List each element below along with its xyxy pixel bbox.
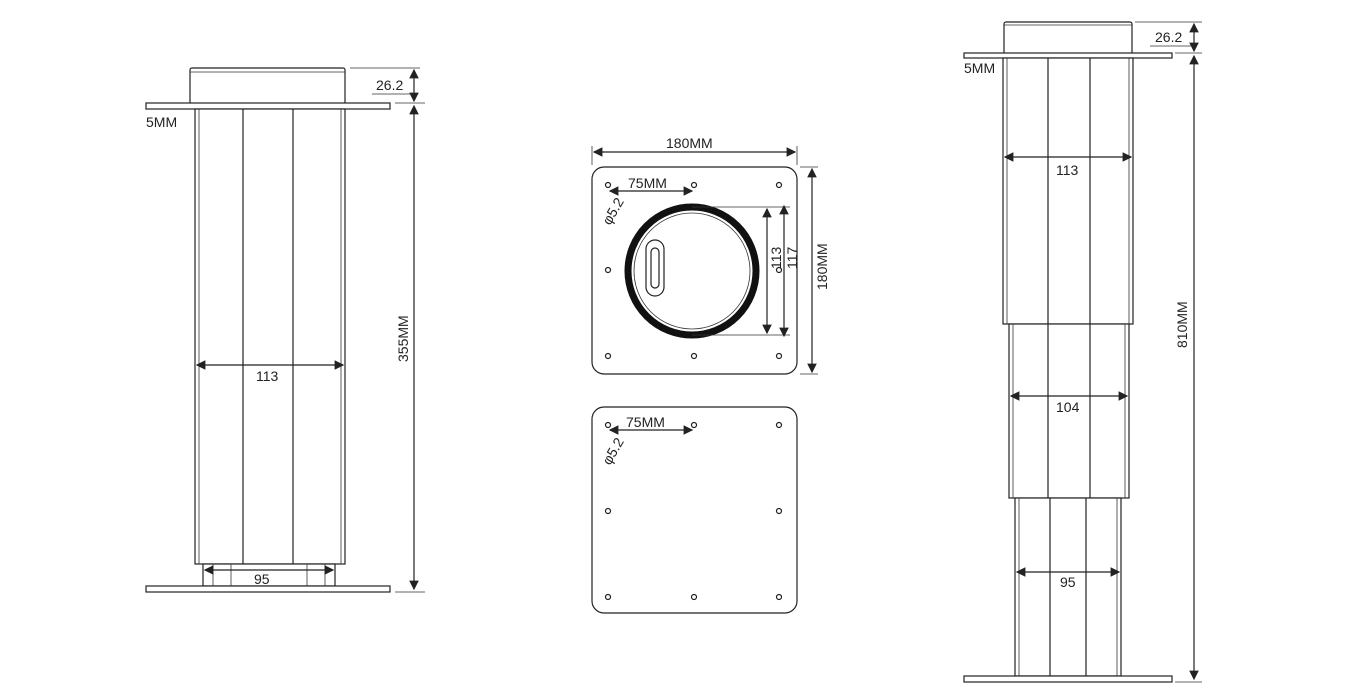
left-cap-height-label: 26.2 [376,77,403,93]
left-plate-thickness-label: 5MM [146,114,177,130]
bottom-plate-view: 75MM φ5.2 [591,406,798,614]
bottom-plate-outline [591,406,798,614]
right-plate-thickness-label: 5MM [964,60,995,76]
right-elevation-view: 26.2 5MM 810MM 113 104 95 [963,21,1202,683]
right-stage-3 [1014,497,1122,677]
top-plate-hole-spacing-label: 75MM [628,175,667,191]
right-top-plate [963,52,1173,59]
right-stage3-width-label: 95 [1060,574,1076,590]
right-stage-1 [1002,57,1134,325]
top-plate-inner-diameter-label: 113 [768,246,784,269]
left-column-width-label: 113 [256,368,279,384]
top-plate-outer-diameter-label: 117 [784,246,800,269]
right-cap-height-label: 26.2 [1155,29,1182,45]
left-elevation-view: 26.2 5MM 355MM 113 95 [145,67,425,593]
left-column-body [194,108,346,565]
right-stage-2 [1008,323,1130,499]
top-plate-slot [645,239,665,297]
right-stage2-width-label: 104 [1056,399,1080,415]
top-plate-outline [591,166,798,375]
top-plate-view: 180MM 180MM 75MM φ5.2 113 117 [591,135,830,375]
right-bottom-plate [963,675,1173,683]
bottom-plate-hole-spacing-label: 75MM [626,414,665,430]
left-total-height-label: 355MM [395,315,411,362]
left-top-plate [145,102,391,110]
right-stage1-width-label: 113 [1056,162,1079,178]
top-plate-height-label: 180MM [814,243,830,290]
top-plate-width-label: 180MM [666,135,713,151]
left-base-width-label: 95 [254,571,270,587]
right-top-cap [1003,21,1133,55]
left-top-cap [189,67,346,105]
left-bottom-plate [145,585,391,593]
right-total-height-label: 810MM [1174,301,1190,348]
